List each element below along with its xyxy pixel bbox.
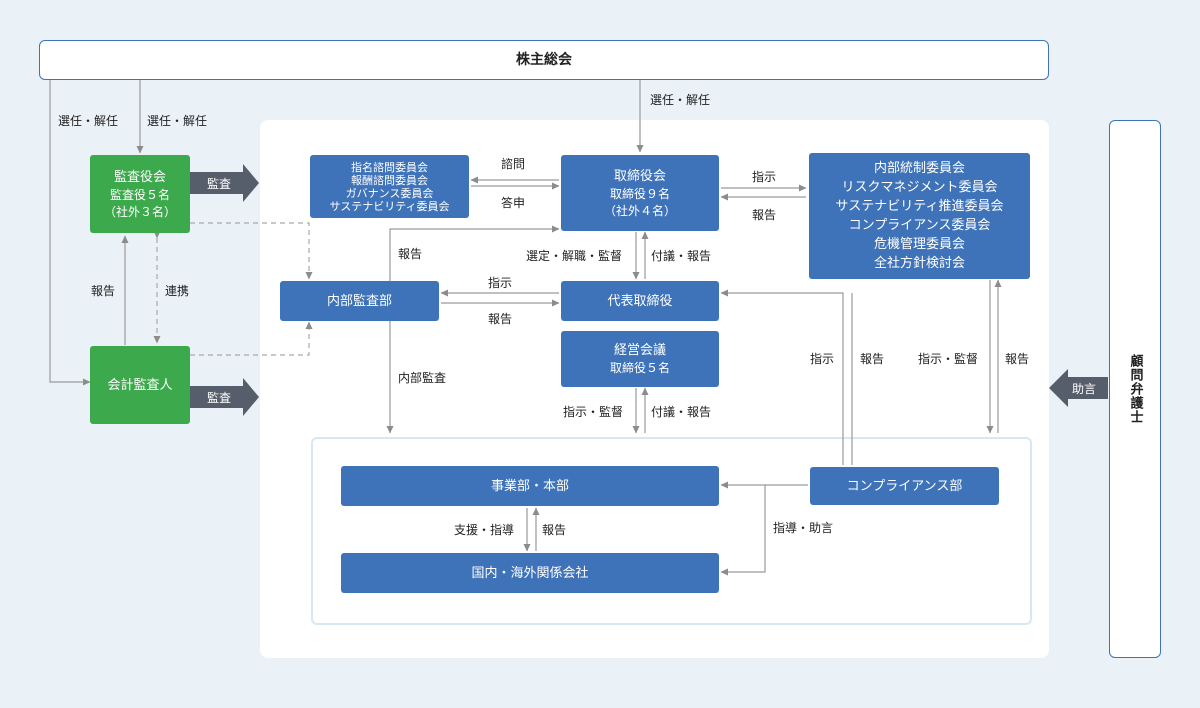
operations-panel [311,437,1032,625]
label-select-supervise: 選定・解職・監督 [526,249,623,263]
label-instruct-supervise2: 指示・監督 [563,405,624,419]
audit-arrow-label-2: 監査 [207,391,232,405]
board-outside: （社外４名） [603,203,676,218]
label-report-iad2: 報告 [488,312,513,326]
advice-arrow [1049,369,1108,407]
board-of-directors: 取締役会 取締役９名 （社外４名） [561,155,719,231]
shareholders-label: 株主総会 [516,52,572,68]
internal-audit-dept: 内部監査部 [280,281,439,321]
advice-arrow-label: 助言 [1072,382,1097,396]
mgmt-members: 取締役５名 [609,361,670,375]
label-instruct-comp: 指示 [810,352,835,366]
business-label: 事業部・本部 [490,478,569,494]
edge-comp-instruct [720,289,844,465]
committee-nomination: 指名諮問委員会 [351,160,428,174]
label-cooperate: 連携 [165,284,190,298]
edge-audit-iad-dashed [190,222,313,280]
label-report-right: 報告 [752,208,777,222]
committee-policy: 全社方針検討会 [873,256,965,271]
subsidiaries-label: 国内・海外関係会社 [471,565,589,581]
audit-board-members: 監査役５名 [109,187,170,202]
internal-committees: 内部統制委員会 リスクマネジメント委員会 サステナビリティ推進委員会 コンプライ… [809,153,1030,279]
label-instruct-iad: 指示 [488,276,513,290]
compliance-dept: コンプライアンス部 [810,467,999,505]
committee-sustainability-promotion: サステナビリティ推進委員会 [835,199,1004,214]
committee-compensation: 報酬諮問委員会 [351,173,428,187]
label-deliberate-report1: 付議・報告 [651,249,712,263]
label-report-comp: 報告 [860,352,885,366]
business-divisions: 事業部・本部 [341,466,719,506]
board-title: 取締役会 [613,168,666,184]
compliance-dept-label: コンプライアンス部 [846,478,963,494]
label-report-left: 報告 [91,284,116,298]
audit-arrow-2 [190,378,259,416]
label-guidance-advice: 指導・助言 [773,521,834,535]
advisor-label: 顧問弁護士 [1127,354,1143,424]
board-members: 取締役９名 [609,186,670,201]
label-report-committees: 報告 [1005,352,1030,366]
edge-iad-report-board [389,225,560,281]
label-deliberate-report2: 付議・報告 [651,405,712,419]
committee-risk: リスクマネジメント委員会 [841,180,998,195]
shareholders-meeting: 株主総会 [39,40,1049,80]
accounting-auditor-label: 会計監査人 [107,377,173,393]
label-instruct-right: 指示 [752,170,777,184]
subsidiaries: 国内・海外関係会社 [341,553,719,593]
advisor-lawyer: 顧問弁護士 [1109,120,1161,658]
audit-board-outside: （社外３名） [103,204,176,219]
label-instruct-supervise1: 指示・監督 [918,352,979,366]
edge-elect-accounting [49,80,91,386]
label-elect-left1: 選任・解任 [58,114,119,128]
mgmt-title: 経営会議 [613,343,666,358]
ceo-label: 代表取締役 [607,293,673,309]
label-internal-audit: 内部監査 [398,371,447,385]
management-meeting: 経営会議 取締役５名 [561,331,719,387]
committee-compliance: コンプライアンス委員会 [848,218,991,233]
accounting-auditor: 会計監査人 [90,346,190,424]
committee-internal-control: 内部統制委員会 [873,161,965,176]
advisory-committees: 指名諮問委員会 報酬諮問委員会 ガバナンス委員会 サステナビリティ委員会 [310,155,469,218]
label-report-iad: 報告 [398,247,423,261]
committee-crisis: 危機管理委員会 [873,237,965,252]
label-answer: 答申 [501,196,526,210]
audit-arrow-1 [190,164,259,202]
label-consult: 諮問 [501,157,526,171]
label-support-guidance: 支援・指導 [454,523,515,537]
internal-audit-dept-label: 内部監査部 [326,293,392,309]
committee-sustainability: サステナビリティ委員会 [329,199,450,213]
audit-board: 監査役会 監査役５名 （社外３名） [90,155,190,233]
label-report-sub: 報告 [542,523,567,537]
label-elect-left2: 選任・解任 [147,114,208,128]
committee-governance: ガバナンス委員会 [345,186,434,200]
audit-board-title: 監査役会 [113,169,166,185]
audit-arrow-label-1: 監査 [207,177,232,191]
label-elect-top: 選任・解任 [650,93,711,107]
edge-guidance-subs [720,485,766,576]
representative-director: 代表取締役 [561,281,719,321]
edge-acct-iad-dashed [190,321,313,356]
